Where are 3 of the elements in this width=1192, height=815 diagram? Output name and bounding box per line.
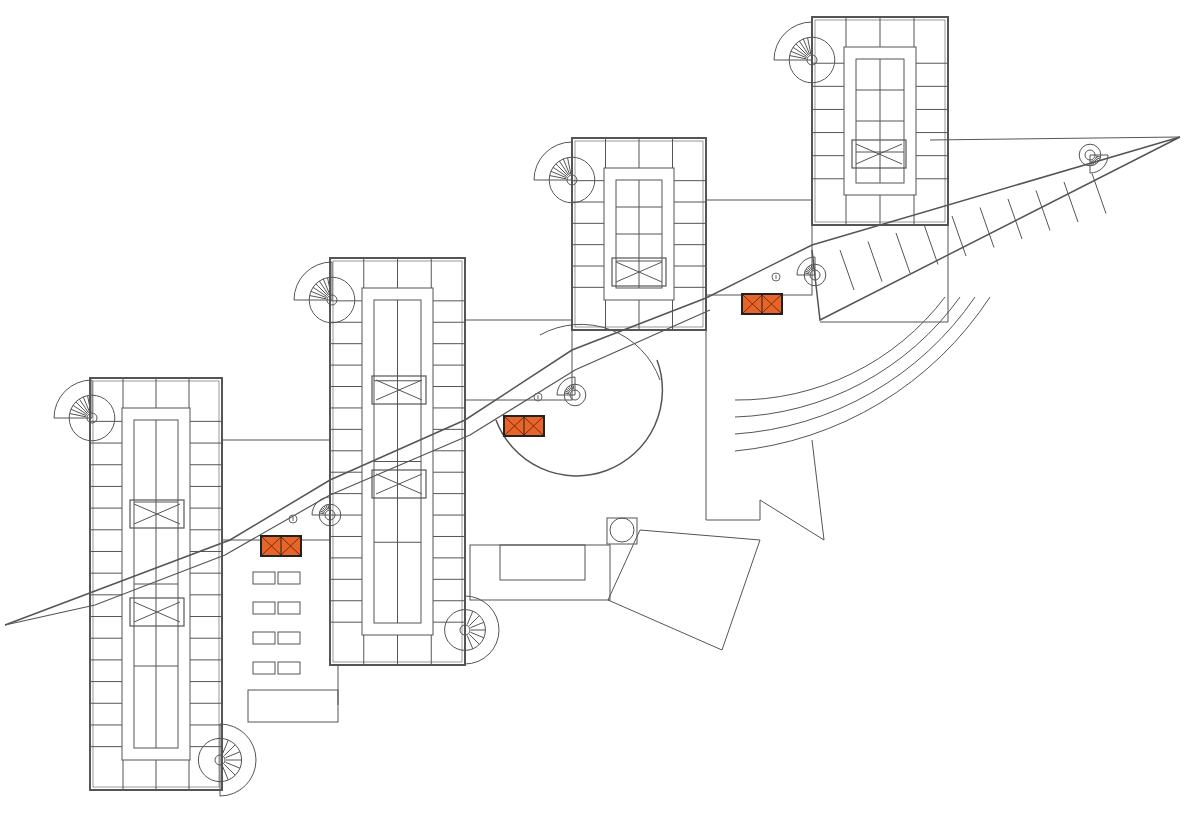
highlighted-block xyxy=(741,293,783,315)
highlighted-block xyxy=(260,535,302,557)
highlighted-block xyxy=(503,415,545,437)
